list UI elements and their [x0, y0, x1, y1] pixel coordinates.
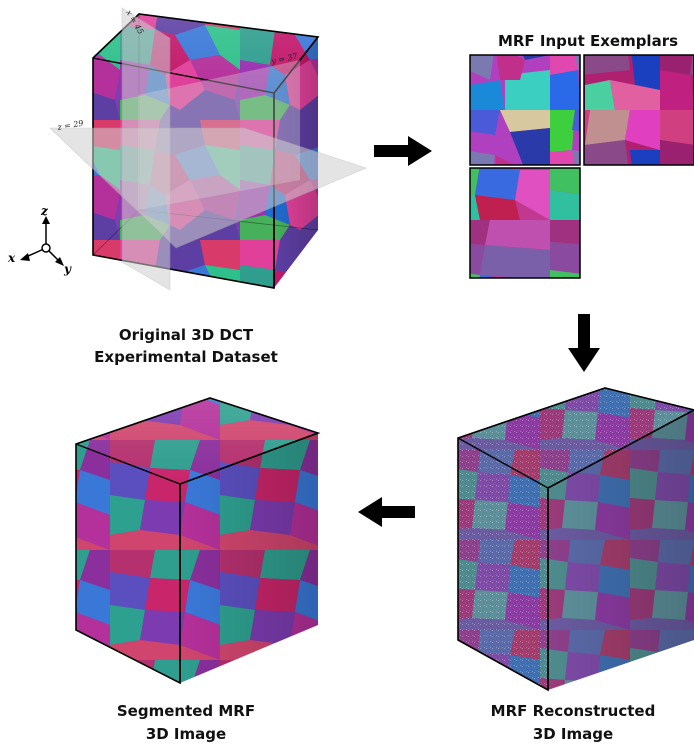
- slicing-planes: [49, 7, 367, 291]
- exemplars-title: MRF Input Exemplars: [498, 32, 678, 50]
- reconstructed-cube: [457, 387, 694, 692]
- caption-reconstructed-line2: 3D Image: [533, 725, 613, 743]
- segmented-cube: [75, 397, 321, 685]
- plane-z: [49, 127, 367, 249]
- caption-segmented-line1: Segmented MRF: [117, 702, 255, 720]
- seg-front-face: [76, 444, 180, 683]
- axis-label-x: x: [7, 251, 16, 265]
- caption-original-line2: Experimental Dataset: [94, 348, 278, 366]
- axis-label-z: z: [40, 204, 49, 218]
- caption-segmented-line2: 3D Image: [146, 725, 226, 743]
- exemplar-1: [469, 54, 581, 166]
- caption-original-line1: Original 3D DCT: [119, 326, 254, 344]
- arrow-left: [358, 497, 415, 527]
- axis-label-y: y: [63, 262, 72, 276]
- arrow-down: [568, 314, 600, 372]
- arrow-right: [374, 136, 432, 166]
- axis-indicator: [20, 216, 64, 266]
- exemplar-2: [583, 54, 694, 166]
- caption-reconstructed-line1: MRF Reconstructed: [491, 702, 656, 720]
- exemplar-3: [469, 167, 581, 279]
